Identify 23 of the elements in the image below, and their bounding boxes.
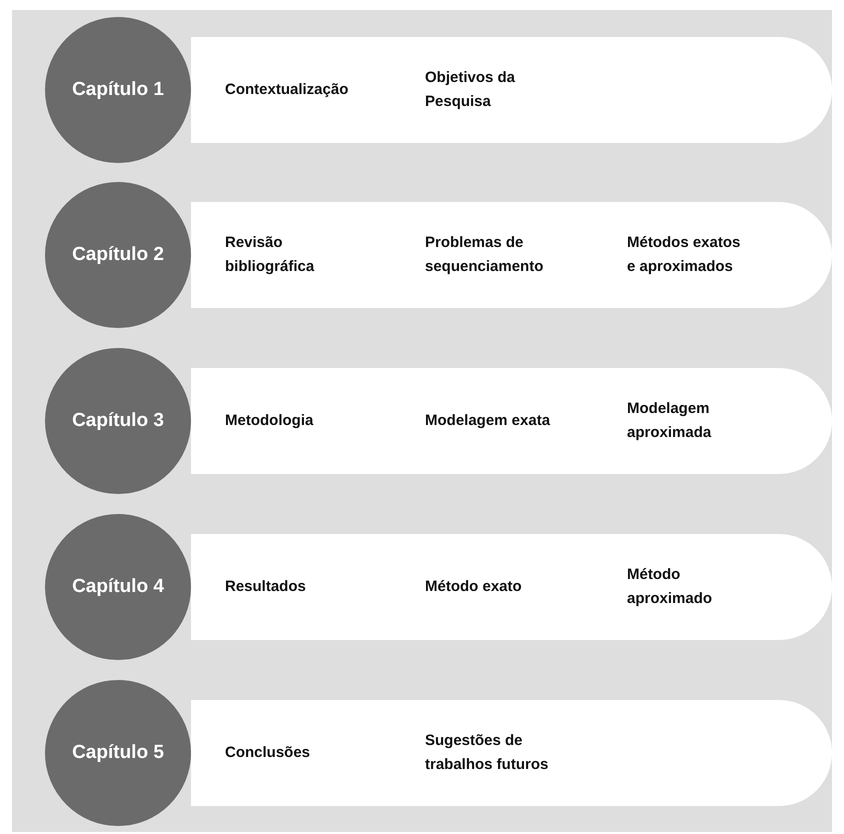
topic-band xyxy=(191,700,832,806)
topic-band xyxy=(191,37,832,143)
topic-label: Objetivos da Pesquisa xyxy=(425,68,516,112)
topic-band xyxy=(191,368,832,474)
topic-label: Contextualização xyxy=(225,80,350,100)
topic-band xyxy=(191,534,832,640)
topic-label: Modelagem aproximada xyxy=(627,399,712,443)
topic-label: Resultados xyxy=(225,577,307,597)
topic-label: Métodos exatos e aproximados xyxy=(627,233,742,277)
topic-label: Sugestões de trabalhos futuros xyxy=(425,731,550,775)
chapter-label: Capítulo 5 xyxy=(72,742,164,764)
topic-label: Método exato xyxy=(425,577,523,597)
chapter-label: Capítulo 2 xyxy=(72,244,164,266)
topic-label: Método aproximado xyxy=(627,565,714,609)
topic-label: Revisão bibliográfica xyxy=(225,233,316,277)
topic-label: Conclusões xyxy=(225,743,312,763)
topic-band xyxy=(191,202,832,308)
chapter-label: Capítulo 1 xyxy=(72,79,164,101)
chapter-label: Capítulo 3 xyxy=(72,410,164,432)
topic-label: Metodologia xyxy=(225,411,314,431)
chapter-label: Capítulo 4 xyxy=(72,576,164,598)
topic-label: Modelagem exata xyxy=(425,411,552,431)
topic-label: Problemas de sequenciamento xyxy=(425,233,544,277)
